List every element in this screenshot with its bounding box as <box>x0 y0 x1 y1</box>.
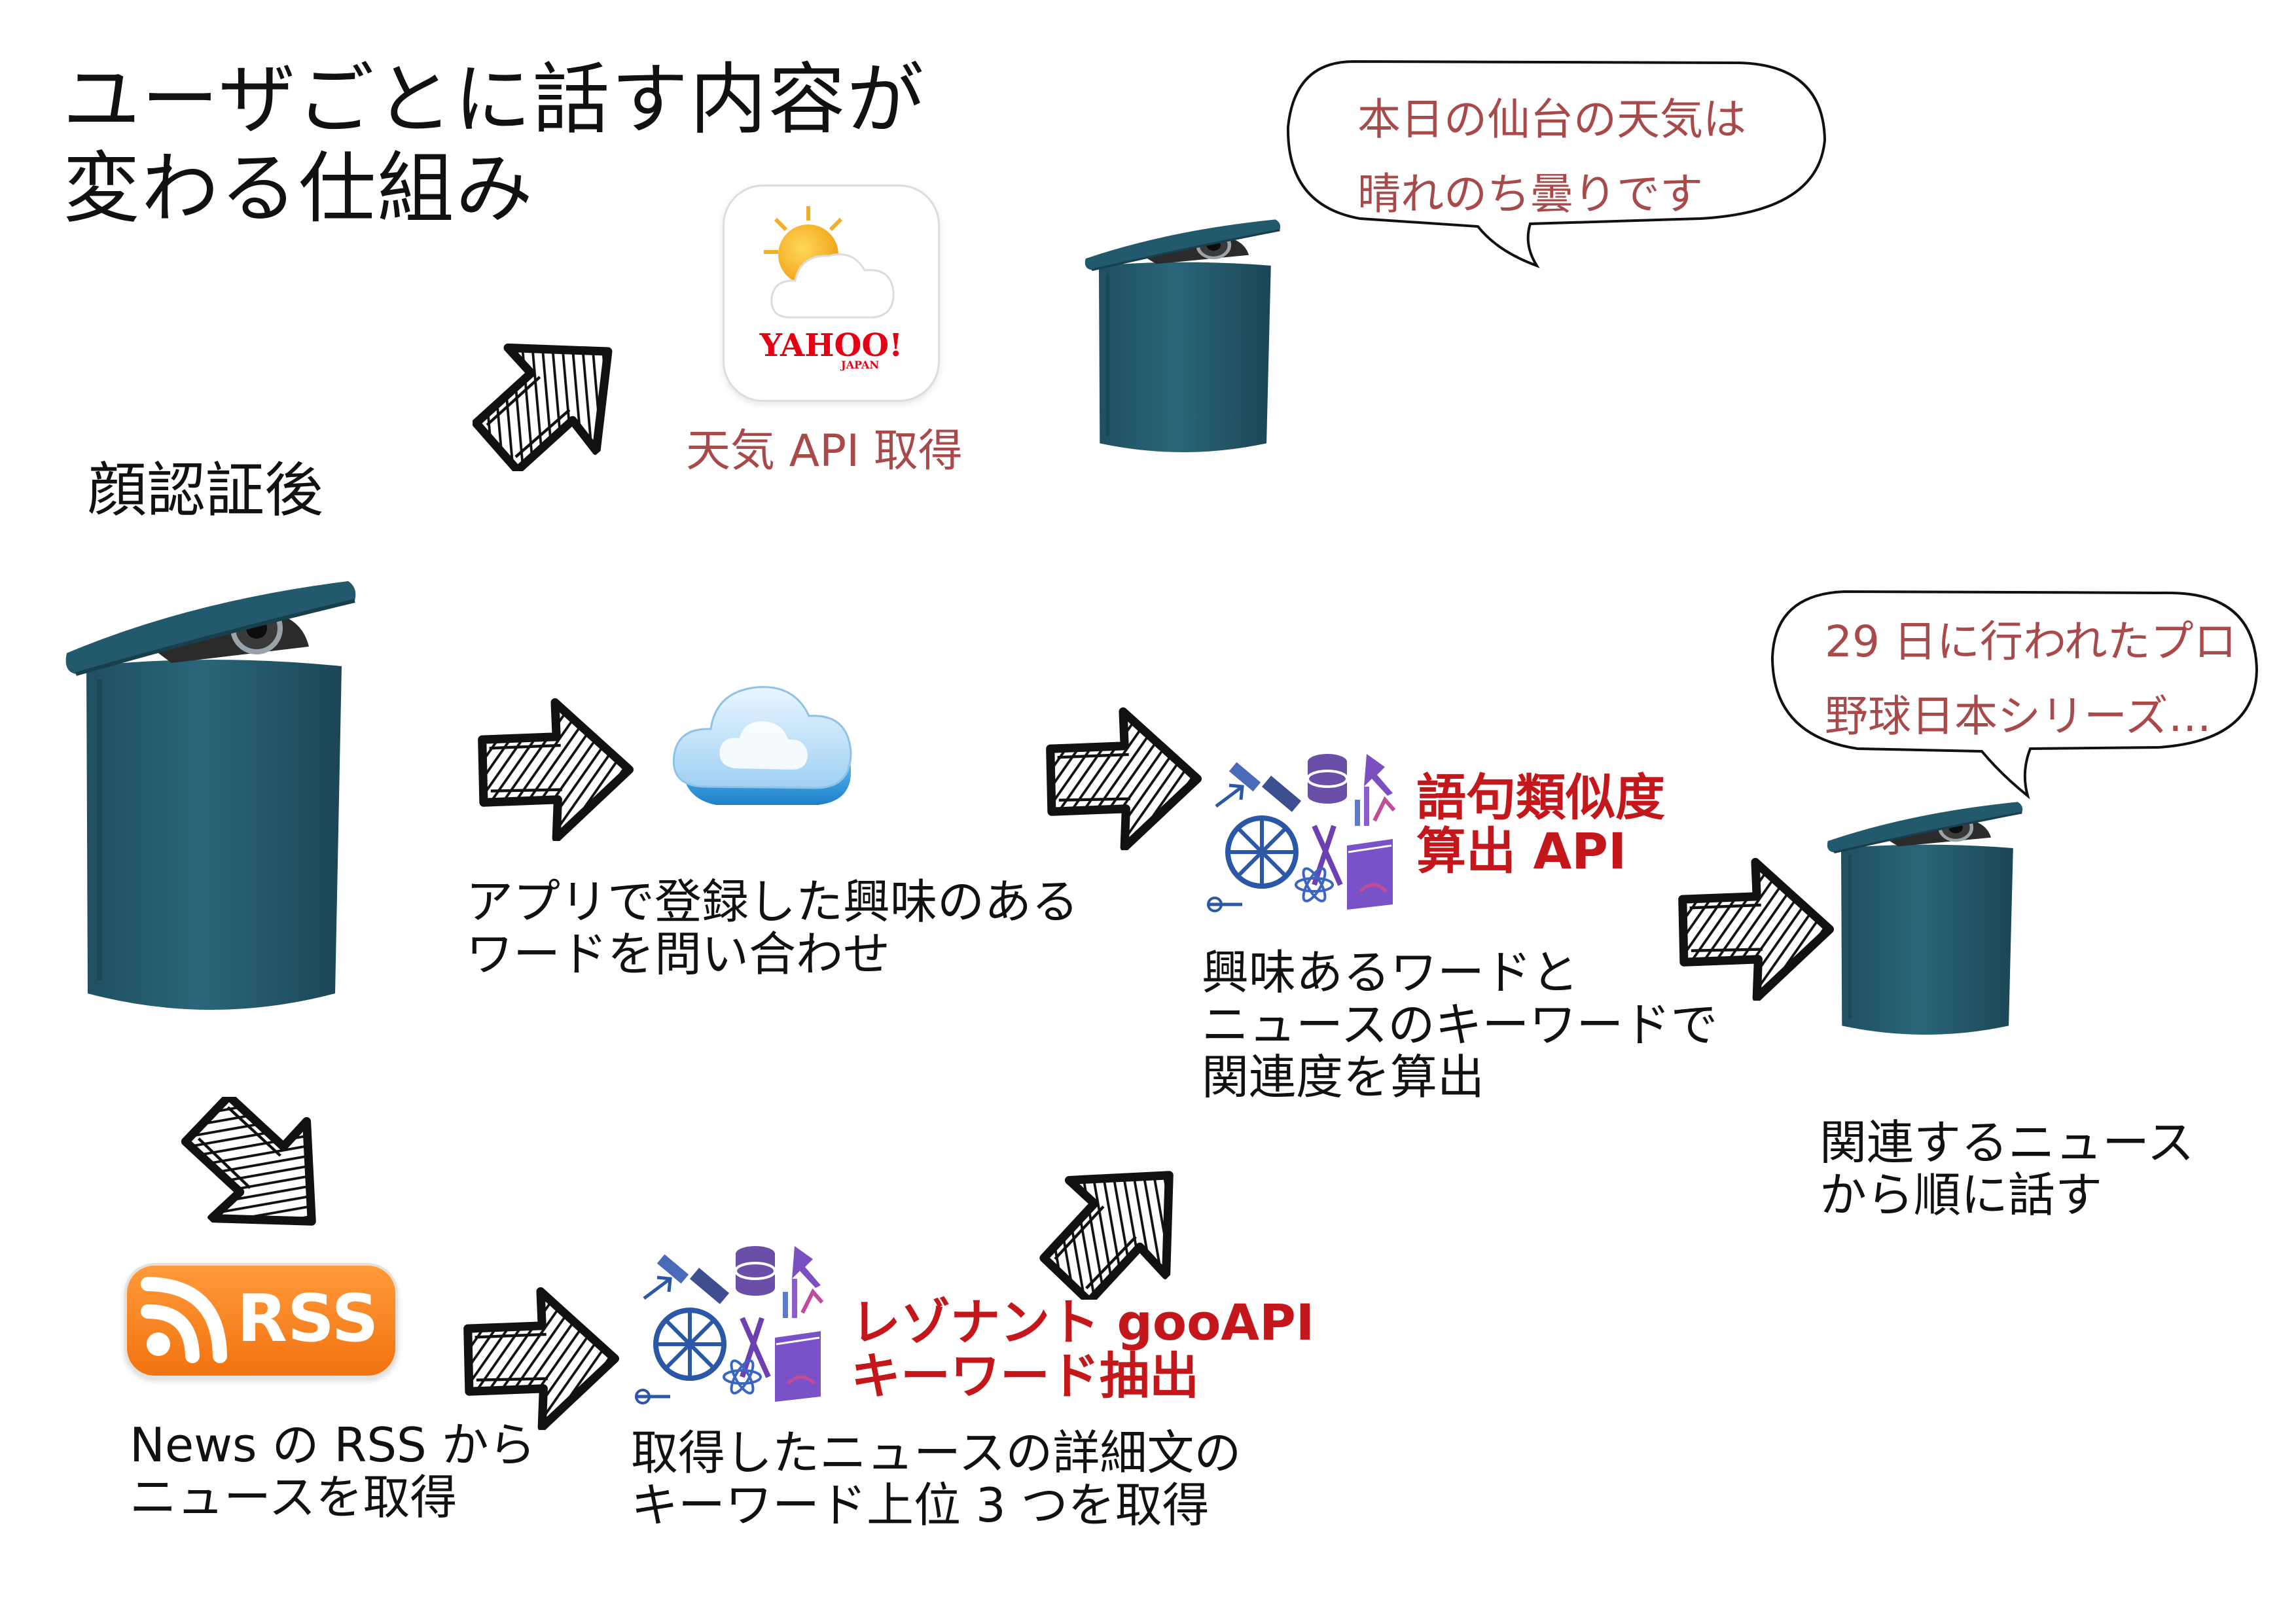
rss-caption: News の RSS から ニュースを取得 <box>130 1419 536 1524</box>
news-speech-line-2: 野球日本シリーズ… <box>1825 691 2212 741</box>
rss-logo-text: RSS <box>237 1280 379 1357</box>
arrow-to-weather <box>473 327 630 471</box>
arrow-to-cloud <box>476 698 634 842</box>
weather-device-image <box>1081 216 1284 465</box>
news-output-caption-line-1: 関連するニュース <box>1820 1115 2195 1170</box>
weather-speech-bubble <box>1286 60 1827 268</box>
news-speech-line-1: 29 日に行われたプロ <box>1825 616 2237 667</box>
similarity-api-name-line-2: 算出 API <box>1416 822 1627 880</box>
arrow-to-similarity-from-keyword <box>1038 1156 1195 1300</box>
similarity-caption-line-3: 関連度を算出 <box>1202 1050 1485 1105</box>
news-output-caption-line-2: から順に話す <box>1820 1168 2103 1222</box>
interest-caption-line-1: アプリで登録した興味のある <box>466 874 1079 929</box>
weather-speech-line-2: 晴れのち曇りです <box>1357 169 1703 219</box>
news-output-caption: 関連するニュース から順に話す <box>1820 1116 2194 1221</box>
similarity-api-name: 語句類似度 算出 API <box>1416 771 1665 878</box>
keyword-api-name: レゾナント gooAPI キーワード抽出 <box>851 1296 1314 1403</box>
interest-query-caption: アプリで登録した興味のある ワードを問い合わせ <box>466 876 1079 980</box>
similarity-api-caption: 興味あるワードと ニュースのキーワードで 関連度を算出 <box>1202 946 1717 1103</box>
main-device-image <box>60 575 361 1033</box>
keyword-api-caption: 取得したニュースの詳細文の キーワード上位 3 つを取得 <box>631 1427 1241 1531</box>
diagram-title: ユーザごとに話す内容が 変わる仕組み <box>63 55 925 233</box>
rss-feed-icon <box>141 1277 227 1363</box>
arrow-to-keyword-api <box>462 1287 619 1431</box>
weather-api-caption: 天気 API 取得 <box>686 425 963 477</box>
face-auth-label: 顔認証後 <box>88 456 323 525</box>
output-device-image <box>1823 798 2026 1047</box>
arrow-to-similarity-api <box>1045 707 1202 851</box>
rss-logo: RSS <box>124 1263 398 1378</box>
keyword-api-icon <box>631 1240 827 1410</box>
keyword-caption-line-2: キーワード上位 3 つを取得 <box>631 1478 1210 1533</box>
interest-caption-line-2: ワードを問い合わせ <box>466 927 891 982</box>
keyword-api-name-line-2: キーワード抽出 <box>851 1347 1199 1405</box>
title-line-2: 変わる仕組み <box>63 143 535 234</box>
news-speech-bubble <box>1770 590 2259 800</box>
similarity-caption-line-1: 興味あるワードと <box>1202 945 1579 1000</box>
keyword-caption-line-1: 取得したニュースの詳細文の <box>631 1425 1242 1480</box>
sun-cloud-icon <box>764 206 895 319</box>
weather-speech-line-1: 本日の仙台の天気は <box>1357 94 1746 145</box>
news-speech-text: 29 日に行われたプロ 野球日本シリーズ… <box>1825 605 2237 754</box>
arrow-to-rss <box>181 1097 338 1241</box>
arrow-to-news-output <box>1677 857 1834 1001</box>
similarity-api-icon <box>1203 747 1399 918</box>
yahoo-weather-icon: YAHOO! JAPAN <box>723 185 940 402</box>
title-line-1: ユーザごとに話す内容が <box>63 54 925 145</box>
weather-speech-text: 本日の仙台の天気は 晴れのち曇りです <box>1357 82 1746 232</box>
rss-caption-line-2: ニュースを取得 <box>130 1470 457 1525</box>
cloud-icon <box>672 686 852 805</box>
yahoo-logo-subtext: JAPAN <box>841 359 879 371</box>
keyword-api-name-line-1: レゾナント gooAPI <box>851 1293 1315 1351</box>
similarity-api-name-line-1: 語句類似度 <box>1416 768 1665 827</box>
rss-caption-line-1: News の RSS から <box>130 1418 536 1472</box>
similarity-caption-line-2: ニュースのキーワードで <box>1202 997 1718 1052</box>
yahoo-logo-text: YAHOO! <box>759 327 903 364</box>
